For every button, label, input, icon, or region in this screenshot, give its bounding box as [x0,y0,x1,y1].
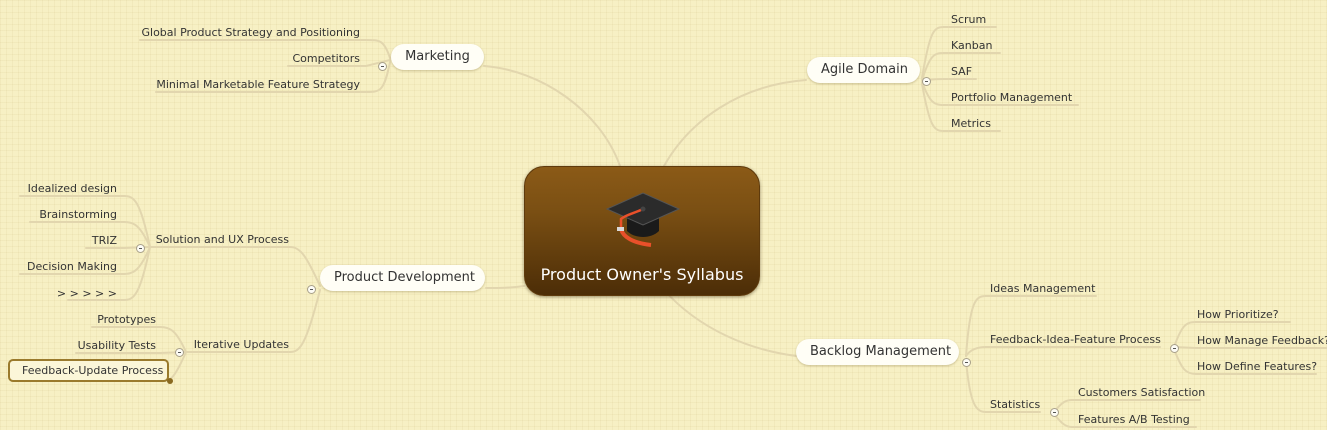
subtopic-feedback-idea-feature[interactable]: Feedback-Idea-Feature Process [990,333,1161,346]
leaf-metrics[interactable]: Metrics [951,117,991,130]
leaf-prototypes[interactable]: Prototypes [97,313,156,326]
leaf-portfolio-management[interactable]: Portfolio Management [951,91,1073,104]
leaf-usability-tests[interactable]: Usability Tests [77,339,156,352]
selected-leaf-feedback-update[interactable]: Feedback-Update Process [8,359,169,382]
graduation-cap-icon [605,192,681,247]
topic-backlog-management[interactable]: Backlog Management [796,339,959,365]
collapse-toggle-product-development[interactable] [307,285,316,294]
central-topic-title: Product Owner's Syllabus [540,265,744,284]
leaf-how-define-features[interactable]: How Define Features? [1197,360,1318,373]
topic-product-development[interactable]: Product Development [320,265,485,291]
leaf-decision-making[interactable]: Decision Making [27,260,117,273]
leaf-scrum[interactable]: Scrum [951,13,987,26]
leaf-features-ab-testing[interactable]: Features A/B Testing [1078,413,1190,426]
leaf-idealized-design[interactable]: Idealized design [27,182,117,195]
subtopic-iterative-updates[interactable]: Iterative Updates [193,338,289,351]
leaf-triz[interactable]: TRIZ [91,234,117,247]
collapse-toggle-process[interactable] [1170,344,1179,353]
selection-handle[interactable] [167,378,173,384]
central-topic[interactable]: Product Owner's Syllabus [524,166,760,296]
topic-marketing[interactable]: Marketing [391,44,484,70]
collapse-toggle-backlog[interactable] [962,358,971,367]
leaf-brainstorming[interactable]: Brainstorming [39,208,117,221]
leaf-ideas-management[interactable]: Ideas Management [990,282,1096,295]
topic-agile-domain[interactable]: Agile Domain [807,57,920,83]
collapse-toggle-iterative[interactable] [175,348,184,357]
leaf-saf[interactable]: SAF [951,65,973,78]
leaf-global-product-strategy[interactable]: Global Product Strategy and Positioning [141,26,360,39]
leaf-kanban[interactable]: Kanban [951,39,993,52]
collapse-toggle-solution[interactable] [136,244,145,253]
collapse-toggle-agile[interactable] [922,77,931,86]
collapse-toggle-marketing[interactable] [378,62,387,71]
leaf-how-prioritize[interactable]: How Prioritize? [1197,308,1279,321]
leaf-customers-satisfaction[interactable]: Customers Satisfaction [1078,386,1206,399]
collapse-toggle-statistics[interactable] [1050,408,1059,417]
subtopic-statistics[interactable]: Statistics [990,398,1041,411]
leaf-more[interactable]: > > > > > [56,287,117,300]
leaf-minimal-marketable-feature[interactable]: Minimal Marketable Feature Strategy [156,78,360,91]
leaf-feedback-update-process: Feedback-Update Process [22,364,164,377]
leaf-how-manage-feedback[interactable]: How Manage Feedback? [1197,334,1327,347]
subtopic-solution-ux[interactable]: Solution and UX Process [155,233,289,246]
leaf-competitors[interactable]: Competitors [292,52,360,65]
